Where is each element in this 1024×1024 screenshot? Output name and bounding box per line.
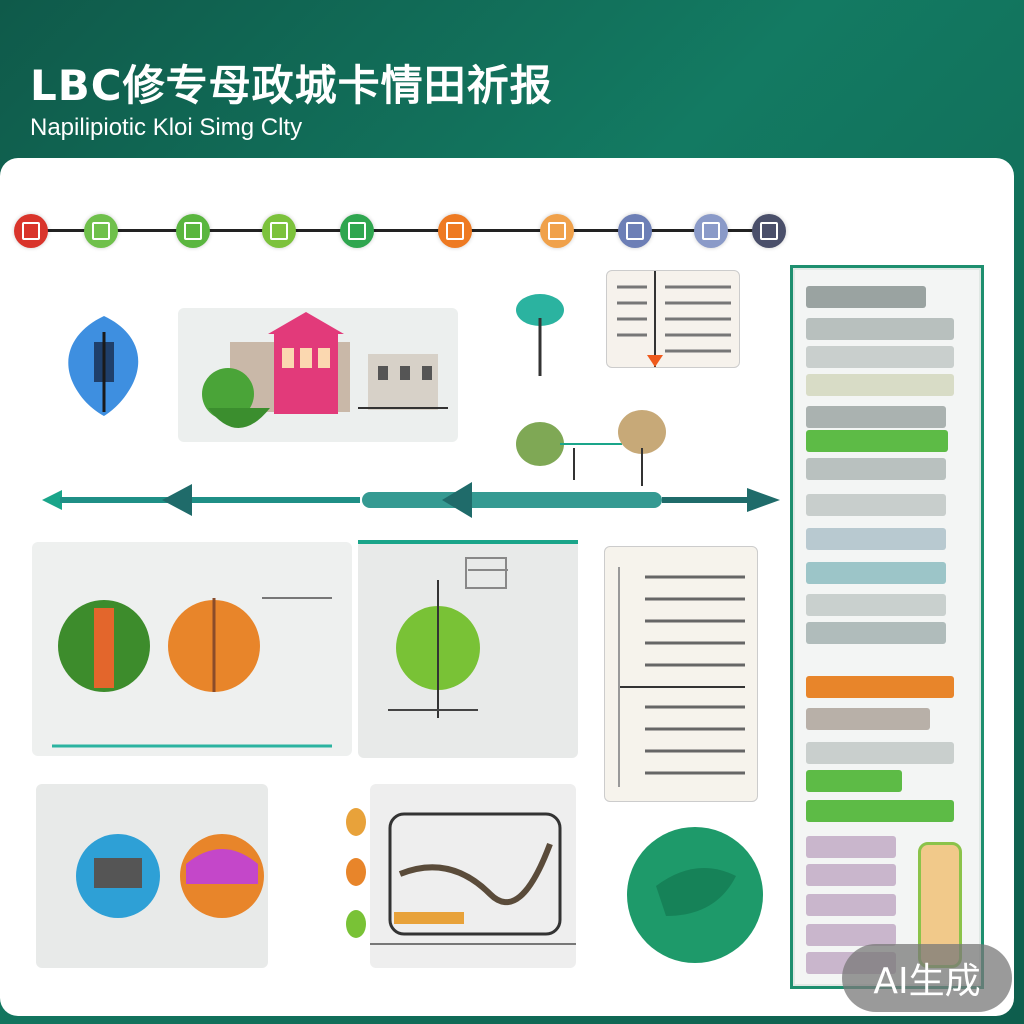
node-glyph-icon <box>270 222 288 240</box>
sidebar-row <box>806 346 954 368</box>
text-list-card <box>604 546 758 802</box>
sidebar-row <box>806 528 946 550</box>
blue-leaf-illustration <box>58 312 150 420</box>
orange-nodes <box>342 806 372 946</box>
timeline-node <box>176 214 210 248</box>
timeline-node <box>340 214 374 248</box>
node-glyph-icon <box>22 222 40 240</box>
sidebar-row <box>806 836 896 858</box>
timeline-node <box>752 214 786 248</box>
timeline-node <box>262 214 296 248</box>
green-globe <box>626 826 764 964</box>
sidebar-row <box>806 430 948 452</box>
ai-generated-badge: AI生成 <box>842 944 1012 1012</box>
sidebar-row <box>806 622 946 644</box>
node-glyph-icon <box>626 222 644 240</box>
sidebar-row <box>806 458 946 480</box>
sidebar-row <box>806 374 954 396</box>
mechanism-card <box>370 784 576 968</box>
node-glyph-icon <box>702 222 720 240</box>
building-card <box>178 308 458 442</box>
sidebar-row <box>806 562 946 584</box>
node-glyph-icon <box>760 222 778 240</box>
sidebar-row <box>806 770 902 792</box>
sidebar-row <box>806 406 946 428</box>
sidebar-row <box>806 708 930 730</box>
page-subtitle: Napilipiotic Kloi Simg Clty <box>30 114 303 141</box>
sidebar-row <box>806 742 954 764</box>
sidebar-row <box>806 924 896 946</box>
timeline-node <box>694 214 728 248</box>
sidebar-row <box>806 800 954 822</box>
node-glyph-icon <box>92 222 110 240</box>
sidebar-row <box>806 864 896 886</box>
circles-card-1 <box>32 542 352 756</box>
sidebar-row <box>806 676 954 698</box>
node-glyph-icon <box>548 222 566 240</box>
flow-arrow <box>42 480 782 520</box>
document-card <box>606 270 740 368</box>
page-title: LBC修专母政城卡情田祈报 <box>30 61 553 110</box>
node-glyph-icon <box>446 222 464 240</box>
sidebar-row <box>806 894 896 916</box>
sidebar-row <box>806 286 926 308</box>
timeline-node <box>84 214 118 248</box>
circles-card-3 <box>36 784 268 968</box>
sidebar-row <box>806 594 946 616</box>
timeline-node <box>540 214 574 248</box>
timeline-node <box>438 214 472 248</box>
sidebar-row <box>806 494 946 516</box>
node-glyph-icon <box>184 222 202 240</box>
tree-pair-illustration <box>512 408 672 488</box>
node-glyph-icon <box>348 222 366 240</box>
timeline-node <box>14 214 48 248</box>
tree-icon <box>512 288 572 378</box>
circles-card-2 <box>358 540 578 758</box>
sidebar-row <box>806 318 954 340</box>
timeline-node <box>618 214 652 248</box>
timeline-line <box>30 229 775 232</box>
